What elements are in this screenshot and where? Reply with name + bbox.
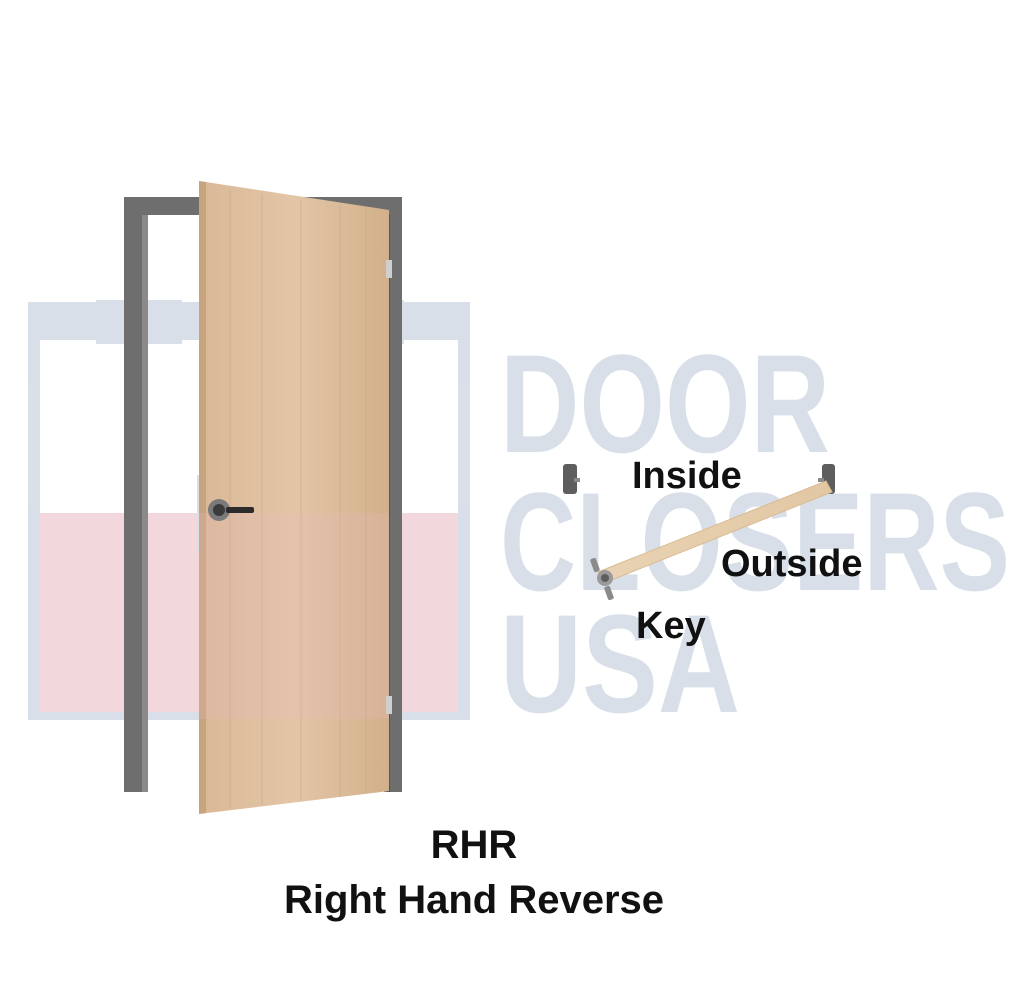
outside-label: Outside bbox=[721, 543, 863, 585]
handing-code: RHR bbox=[430, 823, 518, 867]
watermark-text: DOOR CLOSERS USA bbox=[500, 325, 1010, 742]
hinge-bottom bbox=[386, 696, 392, 714]
hinge-top bbox=[386, 260, 392, 278]
watermark-line-usa: USA bbox=[500, 585, 740, 742]
inside-stop-left bbox=[563, 464, 577, 494]
watermark-line-door: DOOR bbox=[500, 325, 830, 482]
inside-label: Inside bbox=[632, 455, 742, 497]
door-leaf bbox=[199, 181, 392, 814]
handing-name: Right Hand Reverse bbox=[283, 878, 665, 922]
key-handle-icon bbox=[590, 557, 614, 601]
door-handle bbox=[208, 499, 254, 521]
watermark-line-closers: CLOSERS bbox=[500, 463, 1010, 620]
key-label: Key bbox=[636, 605, 706, 647]
swing-diagram bbox=[563, 464, 835, 601]
